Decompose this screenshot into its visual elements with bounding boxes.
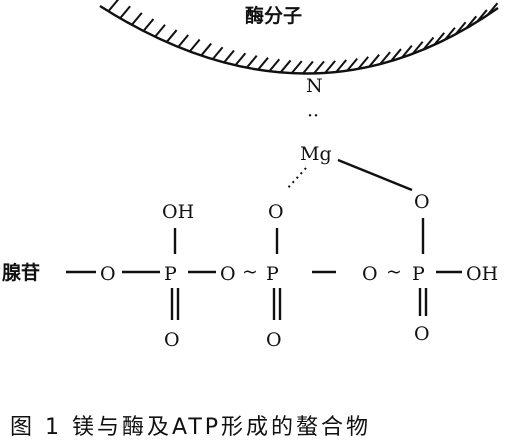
high-energy-bond-1: ~ bbox=[242, 261, 258, 283]
hatch-mark bbox=[119, 5, 131, 19]
hatch-mark bbox=[279, 59, 292, 74]
hatch-mark bbox=[454, 21, 467, 35]
high-energy-bond-2: ~ bbox=[386, 261, 402, 283]
hatch-mark bbox=[486, 2, 499, 16]
hatch-mark bbox=[444, 27, 456, 41]
hatch-mark bbox=[107, 0, 120, 12]
mg-to-beta-oxygen-dashed-bond bbox=[285, 167, 307, 191]
hatch-mark bbox=[368, 54, 380, 68]
hatch-mark bbox=[390, 48, 402, 62]
hatch-mark bbox=[313, 60, 325, 75]
hatch-mark bbox=[422, 36, 435, 51]
hatch-mark bbox=[245, 55, 258, 69]
gamma-hydroxyl: OH bbox=[466, 263, 498, 285]
bridge-oxygen-2: O bbox=[220, 263, 236, 285]
hatch-mark bbox=[177, 34, 189, 48]
beta-double-oxygen: O bbox=[266, 329, 282, 351]
adenosine-label: 腺苷 bbox=[1, 261, 40, 284]
hatch-mark bbox=[188, 38, 201, 53]
hatch-mark bbox=[411, 41, 424, 55]
hatch-mark bbox=[324, 60, 336, 74]
hatch-mark bbox=[335, 59, 347, 73]
ester-oxygen-1: O bbox=[100, 263, 116, 285]
alpha-phosphorus: P bbox=[164, 263, 177, 285]
hatch-mark bbox=[290, 60, 303, 74]
hatch-mark bbox=[211, 46, 224, 60]
gamma-oxygen: O bbox=[414, 191, 430, 213]
hatch-mark bbox=[142, 18, 155, 32]
figure-caption: 图 1 镁与酶及ATP形成的螯合物 bbox=[10, 415, 371, 440]
hatch-mark bbox=[223, 49, 235, 64]
hatch-mark bbox=[131, 12, 143, 26]
nitrogen-atom: N bbox=[306, 75, 323, 97]
hatch-mark bbox=[154, 24, 166, 38]
hatch-mark bbox=[401, 44, 413, 59]
lone-pair-dots: ·· bbox=[307, 105, 319, 127]
enzyme-surface-hatching bbox=[107, 0, 499, 75]
hatch-mark bbox=[257, 57, 269, 71]
bridge-oxygen-3: O bbox=[362, 263, 378, 285]
hatch-mark bbox=[476, 9, 488, 23]
alpha-double-oxygen: O bbox=[164, 329, 180, 351]
hatch-mark bbox=[433, 32, 445, 46]
hatch-mark bbox=[165, 29, 178, 43]
enzyme-label: 酶分子 bbox=[245, 4, 302, 27]
beta-phosphorus: P bbox=[266, 263, 279, 285]
gamma-phosphorus: P bbox=[412, 263, 425, 285]
hatch-mark bbox=[302, 60, 314, 75]
alpha-hydroxyl: OH bbox=[162, 201, 194, 223]
hatch-mark bbox=[268, 58, 281, 72]
hatch-mark bbox=[357, 56, 369, 70]
hatch-mark bbox=[200, 42, 212, 57]
mg-to-gamma-oxygen-bond bbox=[337, 158, 413, 192]
beta-oxygen: O bbox=[268, 201, 284, 223]
gamma-double-oxygen: O bbox=[414, 323, 430, 345]
hatch-mark bbox=[346, 57, 358, 72]
magnesium-atom: Mg bbox=[300, 143, 332, 165]
hatch-mark bbox=[234, 52, 247, 66]
hatch-mark bbox=[379, 51, 391, 65]
hatch-mark bbox=[465, 15, 478, 29]
